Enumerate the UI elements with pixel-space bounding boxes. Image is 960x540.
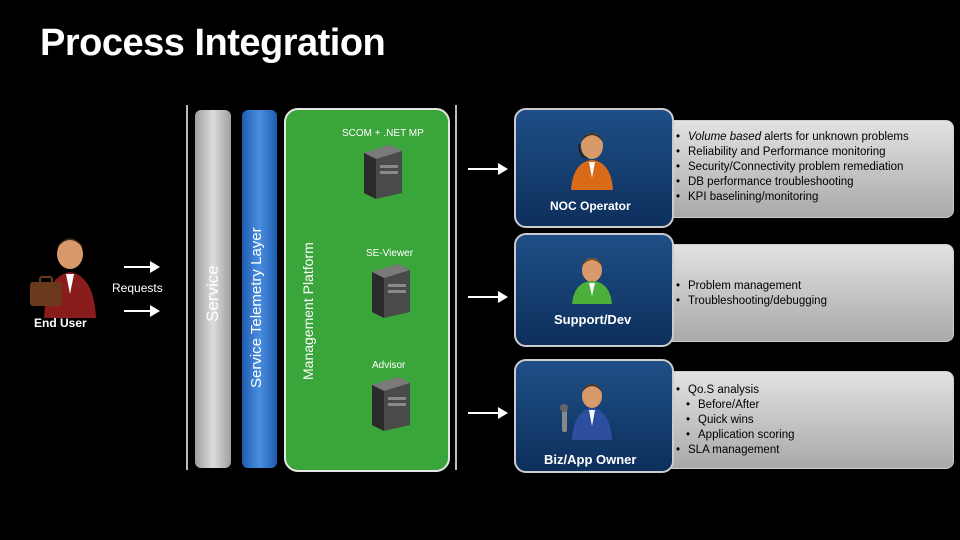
biz-app-owner-person-icon — [560, 384, 612, 440]
server-label-scom: SCOM + .NET MP — [342, 128, 424, 139]
telemetry-layer-label: Service Telemetry Layer — [248, 227, 265, 388]
noc-operator-label: NOC Operator — [550, 199, 631, 213]
list-item: SLA management — [676, 443, 795, 458]
arrow-to-bizowner — [468, 407, 508, 419]
server-icon — [372, 264, 410, 318]
server-label-seviewer: SE-Viewer — [366, 248, 414, 259]
list-item: Problem management — [676, 279, 827, 294]
list-item: Troubleshooting/debugging — [676, 294, 827, 309]
noc-operator-person-icon — [571, 133, 613, 190]
biz-app-owner-box — [514, 359, 674, 473]
telemetry-layer-bar — [242, 110, 277, 468]
service-layer-bar — [195, 110, 231, 468]
support-dev-label: Support/Dev — [554, 312, 632, 327]
end-user-person-icon — [30, 238, 96, 318]
service-layer-label: Service — [203, 265, 222, 322]
arrow-to-support — [468, 291, 508, 303]
list-item: KPI baselining/monitoring — [676, 190, 909, 205]
requests-label: Requests — [112, 281, 163, 295]
list-item: Quick wins — [676, 413, 795, 428]
list-item: DB performance troubleshooting — [676, 175, 909, 190]
support-responsibilities-list: Problem management Troubleshooting/debug… — [676, 279, 827, 309]
server-icon — [364, 145, 402, 199]
list-item: Application scoring — [676, 428, 795, 443]
noc-responsibilities-list: Volume based alerts for unknown problems… — [676, 130, 909, 205]
request-arrow-bottom — [124, 305, 160, 317]
left-divider — [186, 105, 188, 470]
list-item: Qo.S analysis — [676, 383, 795, 398]
management-platform-label: Management Platform — [300, 242, 316, 380]
arrow-to-noc — [468, 163, 508, 175]
list-item: Reliability and Performance monitoring — [676, 145, 909, 160]
bizowner-responsibilities-list: Qo.S analysis Before/After Quick wins Ap… — [676, 383, 795, 458]
list-item: Volume based alerts for unknown problems — [676, 130, 909, 145]
biz-app-owner-label: Biz/App Owner — [544, 452, 637, 467]
end-user-label: End User — [34, 316, 87, 330]
page-title: Process Integration — [40, 22, 386, 64]
request-arrow-top — [124, 261, 160, 273]
list-item: Security/Connectivity problem remediatio… — [676, 160, 909, 175]
right-divider — [455, 105, 457, 470]
server-label-advisor: Advisor — [372, 360, 406, 371]
support-dev-person-icon — [572, 258, 612, 304]
server-icon — [372, 377, 410, 431]
list-item: Before/After — [676, 398, 795, 413]
